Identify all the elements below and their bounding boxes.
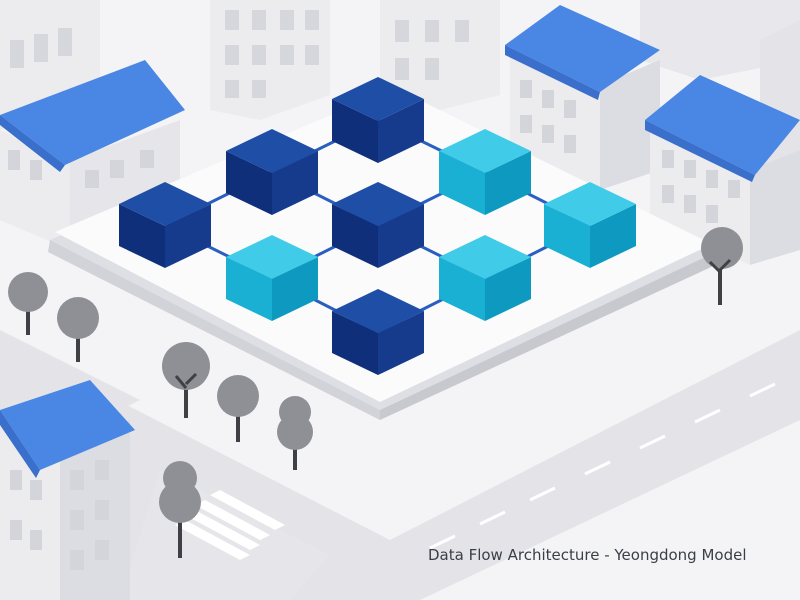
trees [8,227,743,558]
house-left-bottom [0,380,135,600]
node-cube-n6 [226,235,318,321]
node-cube-n9 [332,289,424,375]
lane-markings [429,382,776,550]
tree [8,272,48,335]
node-cube-n8 [439,235,531,321]
caption: Data Flow Architecture - Yeongdong Model [428,546,747,564]
house-right-top-1 [505,5,660,190]
node-cube-n7 [544,182,636,268]
node-cube-n2 [226,129,318,215]
tree [701,227,743,305]
tree [159,461,201,558]
data-nodes [119,77,636,375]
tree [162,342,210,418]
node-cube-n5 [332,182,424,268]
node-cube-n4 [439,129,531,215]
crosswalk [175,490,285,560]
node-cube-n3 [119,182,211,268]
tree [277,396,313,470]
tree [217,375,259,442]
tree [57,297,99,362]
node-cube-n1 [332,77,424,163]
